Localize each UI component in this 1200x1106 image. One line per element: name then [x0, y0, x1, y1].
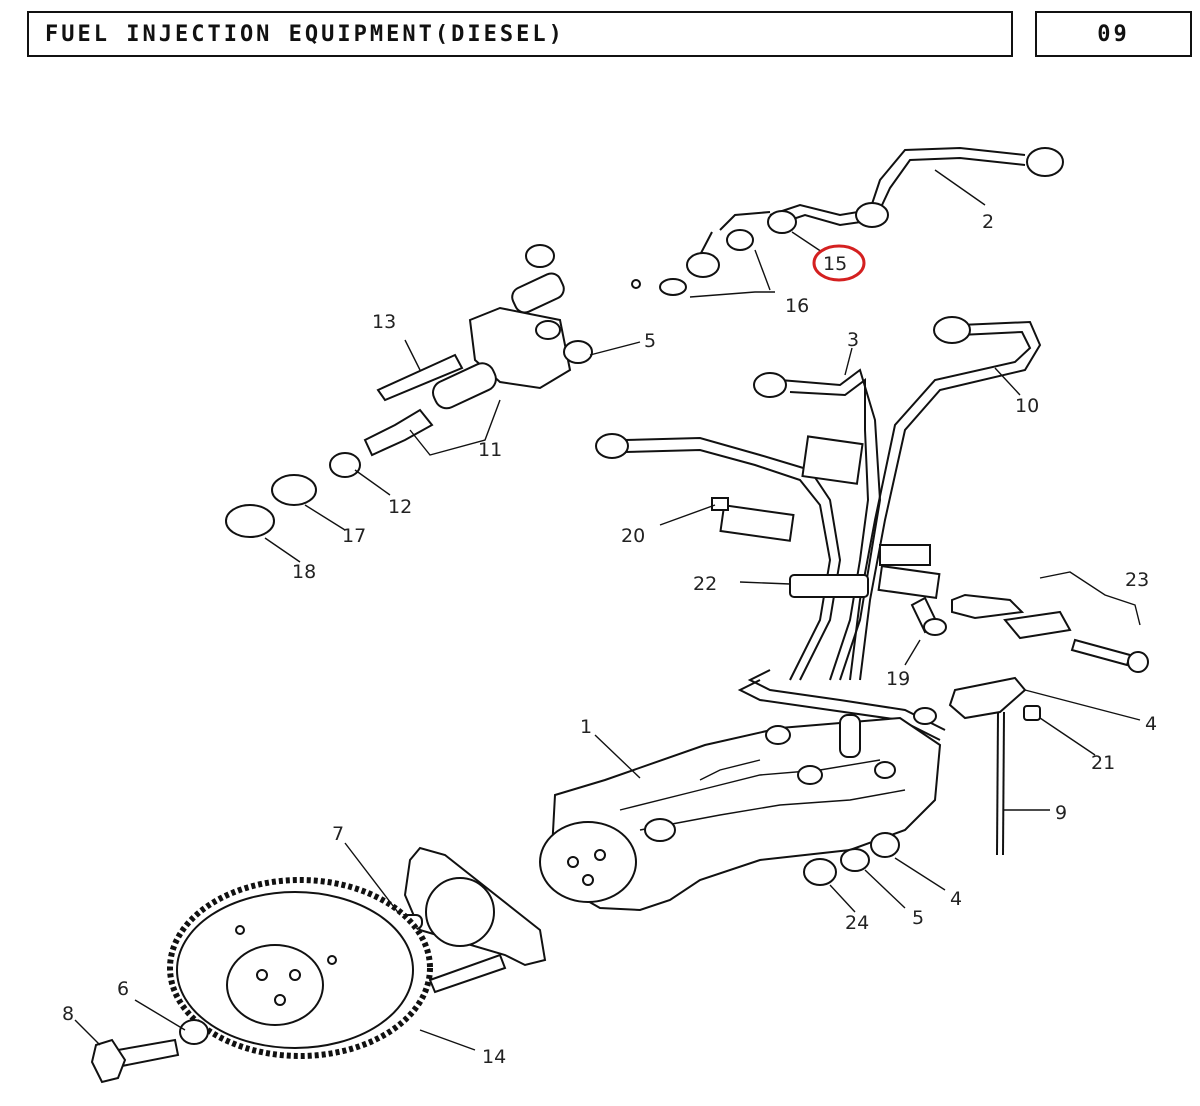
callout-9[interactable]: 9 [1055, 802, 1067, 824]
bolts[interactable] [910, 596, 1149, 856]
callout-8[interactable]: 8 [62, 1003, 74, 1025]
callout-20[interactable]: 20 [621, 525, 645, 547]
callout-23[interactable]: 23 [1125, 569, 1149, 591]
callout-5-top[interactable]: 5 [644, 330, 656, 352]
diagram-title: FUEL INJECTION EQUIPMENT(DIESEL) [27, 11, 1013, 57]
callout-24[interactable]: 24 [845, 912, 869, 934]
callout-1[interactable]: 1 [580, 716, 592, 738]
callout-11[interactable]: 11 [478, 439, 502, 461]
page-number: 09 [1035, 11, 1192, 57]
callout-18[interactable]: 18 [292, 561, 316, 583]
injector-pipe-2[interactable] [699, 146, 1064, 256]
leader-lines [74, 169, 1141, 1051]
highlight-ring-15 [812, 244, 866, 282]
callout-12[interactable]: 12 [388, 496, 412, 518]
gasket-7[interactable] [391, 846, 547, 994]
gear-bolt-8[interactable] [90, 1019, 209, 1084]
pipe-clamps[interactable] [711, 435, 1072, 640]
callout-22[interactable]: 22 [693, 573, 717, 595]
callout-5-bottom[interactable]: 5 [912, 907, 924, 929]
callout-15[interactable]: 15 [823, 253, 847, 275]
drive-gear-14[interactable] [167, 877, 433, 1059]
nuts-washers[interactable] [803, 832, 900, 886]
callout-21[interactable]: 21 [1091, 752, 1115, 774]
callout-19[interactable]: 19 [886, 668, 910, 690]
fuel-injection-pump-1[interactable] [539, 707, 942, 912]
nozzle-holder-assembly[interactable] [225, 244, 593, 538]
callout-10[interactable]: 10 [1015, 395, 1039, 417]
callout-13[interactable]: 13 [372, 311, 396, 333]
callout-16[interactable]: 16 [785, 295, 809, 317]
callout-7[interactable]: 7 [332, 823, 344, 845]
callout-14[interactable]: 14 [482, 1046, 506, 1068]
callout-2[interactable]: 2 [982, 211, 994, 233]
seal-washers-16[interactable] [631, 210, 797, 296]
callout-4-right[interactable]: 4 [1145, 713, 1157, 735]
callout-3[interactable]: 3 [847, 329, 859, 351]
callout-4-bottom[interactable]: 4 [950, 888, 962, 910]
callout-6[interactable]: 6 [117, 978, 129, 1000]
injector-pipes-3-10[interactable] [595, 316, 1042, 741]
callout-17[interactable]: 17 [342, 525, 366, 547]
